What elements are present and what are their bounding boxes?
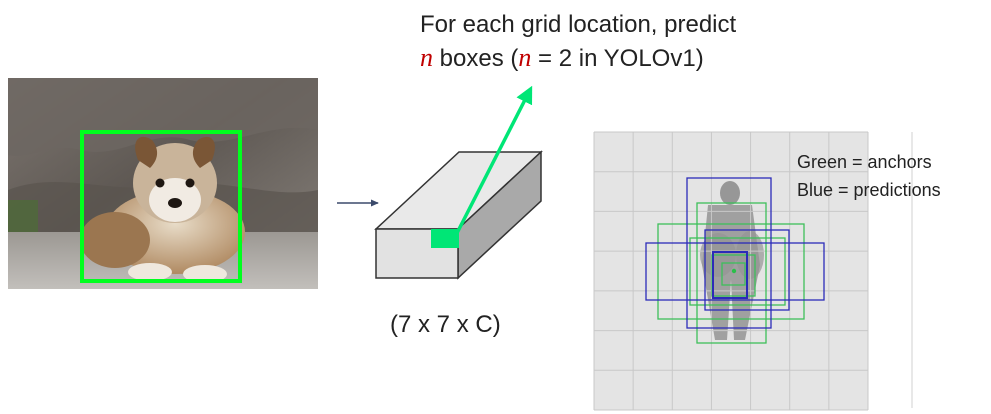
tensor-dimension-label: (7 x 7 x C) xyxy=(390,311,501,338)
cell-center-dot xyxy=(731,268,737,274)
legend-green: Green = anchors xyxy=(797,152,932,172)
prediction-boxes xyxy=(645,177,825,329)
caption-line-2: n boxes (n = 2 in YOLOv1) xyxy=(420,41,736,75)
tensor-block xyxy=(374,150,543,280)
anchor-box-medium xyxy=(689,237,786,306)
legend: Green = anchors Blue = predictions xyxy=(797,148,941,204)
prediction-box-tall xyxy=(686,177,772,329)
anchor-box-tiny xyxy=(721,262,746,286)
prediction-box-wide xyxy=(645,242,825,301)
puppy-photo xyxy=(8,78,318,289)
caption-boxes-text: boxes ( xyxy=(433,45,519,72)
detection-box xyxy=(80,130,242,283)
prediction-box-small xyxy=(712,251,748,299)
anchor-box-tall xyxy=(696,202,767,344)
n-variable-2: n xyxy=(518,43,532,72)
caption-line-1: For each grid location, predict xyxy=(420,11,737,38)
caption: For each grid location, predict n boxes … xyxy=(420,8,736,75)
anchor-box-wide xyxy=(657,223,805,320)
caption-equation-text: = 2 in YOLOv1) xyxy=(531,45,704,72)
n-variable: n xyxy=(420,43,433,72)
highlighted-grid-cell xyxy=(431,229,459,248)
legend-blue: Blue = predictions xyxy=(797,180,941,200)
prediction-box-medium xyxy=(704,229,790,311)
pointer-arrow xyxy=(454,85,533,236)
anchor-boxes xyxy=(657,202,805,344)
